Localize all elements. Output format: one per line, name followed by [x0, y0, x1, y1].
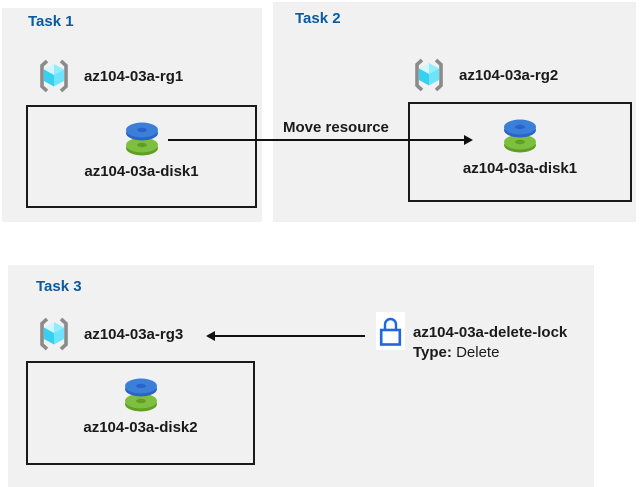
task1-resource-label: az104-03a-disk1: [84, 163, 199, 180]
lock-name-label: az104-03a-delete-lock: [413, 324, 568, 341]
task1-resource-group: az104-03a-rg1: [34, 56, 183, 96]
lock-type-value: Delete: [456, 344, 500, 361]
move-resource-label: Move resource: [283, 119, 389, 136]
resource-group-icon: [34, 56, 74, 96]
lock-arrow-head: [206, 330, 215, 341]
task2-resource-label: az104-03a-disk1: [462, 160, 578, 177]
disk-icon: [500, 114, 540, 156]
move-arrow-line: [168, 139, 464, 141]
lock-type-key: Type:: [413, 344, 452, 361]
disk-icon: [121, 373, 161, 415]
task3-resource-box: az104-03a-disk2: [26, 361, 255, 465]
task2-resource-group: az104-03a-rg2: [409, 55, 558, 95]
lock-icon: [376, 312, 405, 350]
move-arrow-head: [464, 134, 473, 145]
task2-resource-box: az104-03a-disk1: [408, 102, 632, 202]
task1-title: Task 1: [28, 13, 74, 30]
lock-type-line: Type: Delete: [413, 344, 499, 361]
task3-resource-label: az104-03a-disk2: [83, 419, 198, 436]
task1-resource-group-label: az104-03a-rg1: [84, 67, 184, 85]
task1-resource-box: az104-03a-disk1: [26, 105, 257, 208]
lock-arrow-line: [214, 335, 365, 337]
task3-resource-group: az104-03a-rg3: [34, 314, 183, 354]
task3-resource-group-label: az104-03a-rg3: [84, 325, 184, 343]
task1-panel: Task 1 az104-03a-rg1: [2, 8, 262, 222]
resource-group-icon: [34, 314, 74, 354]
task3-title: Task 3: [36, 278, 82, 295]
task2-resource-group-label: az104-03a-rg2: [459, 66, 559, 84]
task3-panel: Task 3 az104-03a-rg3: [8, 265, 594, 487]
disk-icon: [122, 117, 162, 159]
resource-group-icon: [409, 55, 449, 95]
task2-panel: Task 2 az104-03a-rg2: [273, 2, 636, 222]
task2-title: Task 2: [295, 10, 341, 27]
